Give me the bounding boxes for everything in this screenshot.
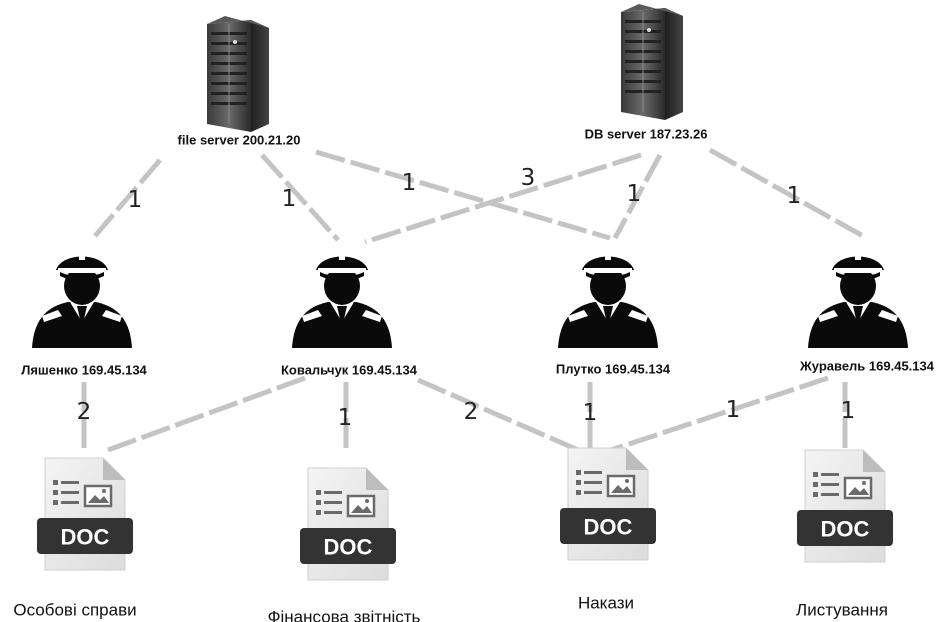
edge-file-u3: [315, 149, 611, 241]
server-icon: [620, 3, 684, 121]
user-node-u4[interactable]: Журавель 169.45.134: [799, 254, 935, 374]
edge-weight-db-u4: 1: [787, 183, 802, 209]
doc-badge-text: DOC: [324, 535, 373, 560]
officer-icon: [32, 254, 132, 348]
officer-icon: [292, 254, 392, 348]
server-node-db[interactable]: DB server 187.23.26: [585, 3, 708, 142]
edge-db-u2: [364, 152, 642, 245]
officer-icon: [558, 254, 658, 348]
document-label: Листування: [796, 601, 888, 620]
edge-db-u4: [708, 147, 865, 239]
user-node-u1[interactable]: Ляшенко 169.45.134: [21, 254, 148, 378]
server-label: DB server 187.23.26: [585, 127, 708, 142]
user-label: Плутко 169.45.134: [556, 362, 671, 377]
officer-icon: [808, 254, 908, 348]
edge-weight-u2-d2: 1: [338, 405, 353, 431]
server-icon: [206, 15, 270, 133]
edge-weight-u4-d3: 1: [726, 397, 741, 423]
edge-file-u1: [93, 158, 162, 238]
user-label: Ляшенко 169.45.134: [21, 363, 147, 378]
edge-weight-db-u2: 3: [521, 165, 536, 191]
edge-u2-d1: [107, 375, 306, 453]
nodes: file server 200.21.20 DB server 187.23.26…: [13, 3, 935, 622]
edge-weight-u1-d1: 2: [77, 399, 92, 425]
edge-u2-d3: [416, 377, 580, 453]
edge-weight-u4-d4: 1: [841, 398, 856, 424]
edge-weight-file-u2: 1: [282, 186, 297, 212]
doc-file-icon: [35, 456, 135, 572]
edge-weight-u2-d3: 2: [464, 399, 479, 425]
document-label: Накази: [578, 594, 634, 613]
user-node-u3[interactable]: Плутко 169.45.134: [556, 254, 671, 377]
document-label: Особові справи: [13, 601, 136, 620]
document-node-d3[interactable]: DOC Накази: [558, 446, 658, 613]
edge-weights: 1 1 1 3 1 1 2 1 2 1 1 1: [77, 165, 856, 431]
edge-file-u2: [260, 153, 340, 242]
doc-file-icon: [795, 448, 895, 564]
user-node-u2[interactable]: Ковальчук 169.45.134: [281, 254, 418, 378]
edge-weight-file-u1: 1: [128, 187, 143, 213]
edge-u4-d3: [604, 375, 829, 455]
edge-weight-db-u3: 1: [627, 181, 642, 207]
document-node-d2[interactable]: DOC Фінансова звітність: [268, 466, 421, 622]
server-node-file[interactable]: file server 200.21.20: [178, 15, 301, 148]
document-node-d4[interactable]: DOC Листування: [795, 448, 895, 620]
doc-badge-text: DOC: [584, 515, 633, 540]
doc-file-icon: [298, 466, 398, 582]
edge-weight-file-u3: 1: [402, 170, 417, 196]
user-label: Журавель 169.45.134: [799, 359, 935, 374]
document-node-d1[interactable]: DOC Особові справи: [13, 456, 137, 620]
edge-weight-u3-d3: 1: [583, 400, 598, 426]
edge-db-u3: [612, 153, 663, 240]
connection-lines: [81, 147, 865, 455]
doc-file-icon: [558, 446, 658, 562]
doc-badge-text: DOC: [821, 517, 870, 542]
doc-badge-text: DOC: [61, 525, 110, 550]
user-label: Ковальчук 169.45.134: [281, 363, 418, 378]
server-label: file server 200.21.20: [178, 133, 301, 148]
document-label: Фінансова звітність: [268, 608, 421, 622]
